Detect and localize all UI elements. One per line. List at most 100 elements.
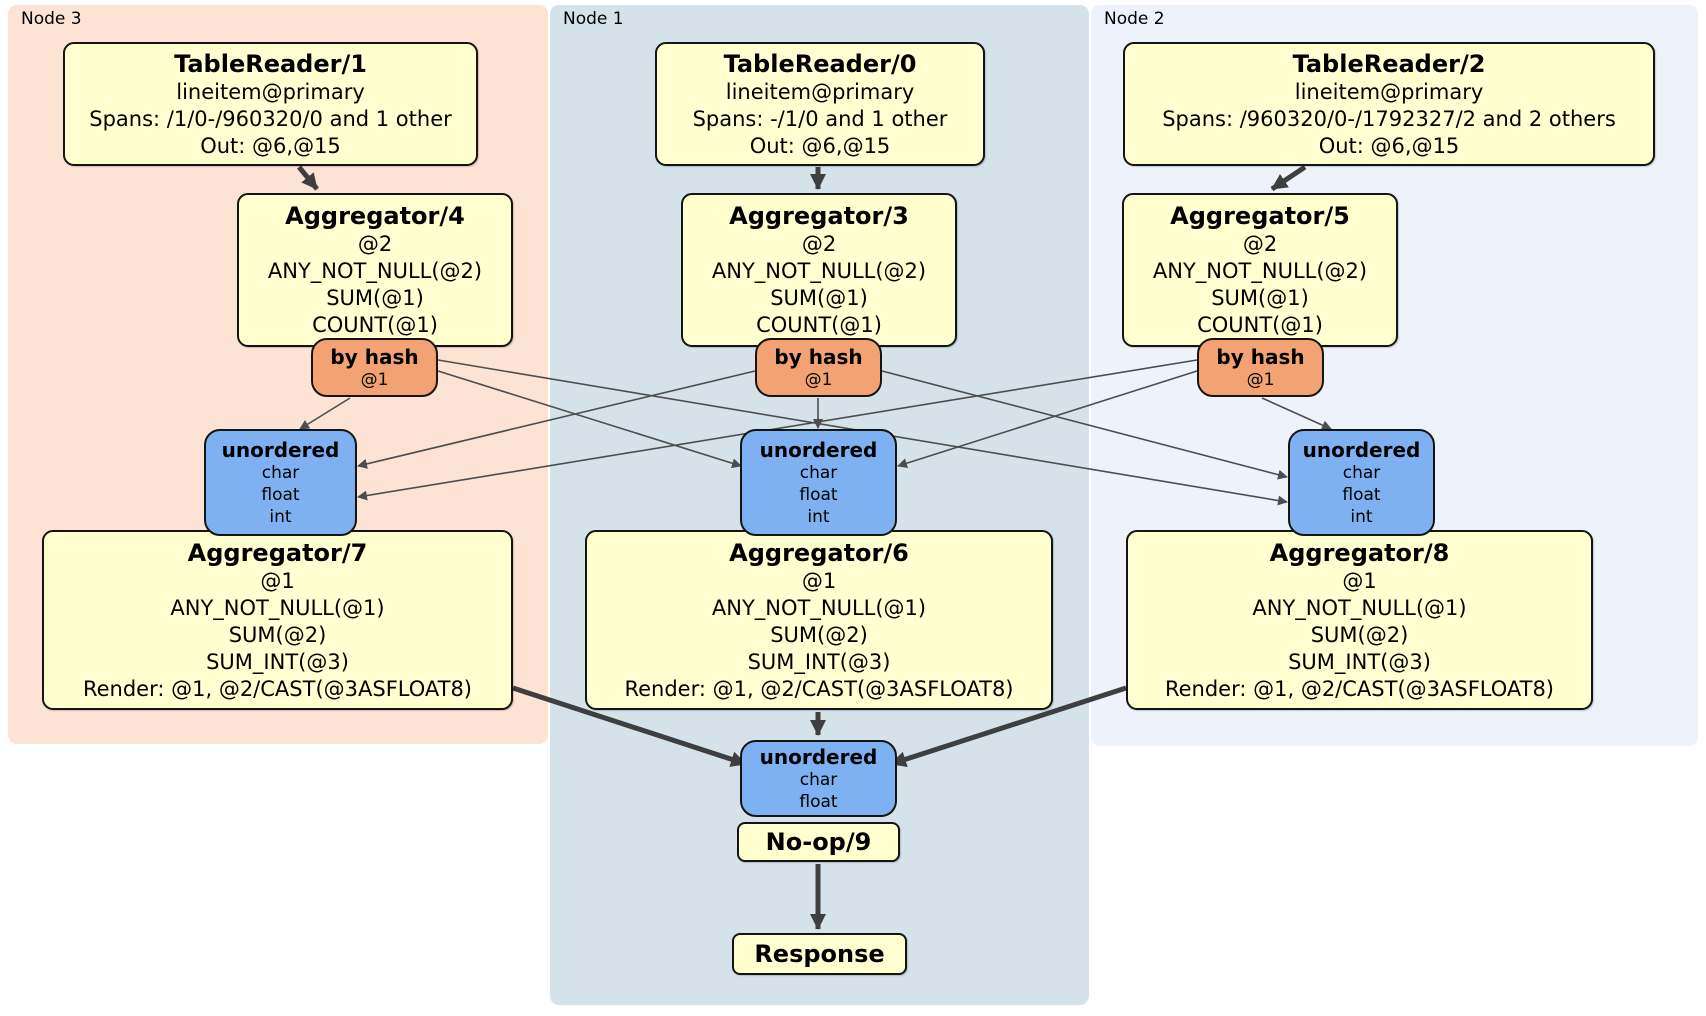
box-line: Out: @6,@15 xyxy=(1318,133,1460,158)
edge-tr1-to-agg4 xyxy=(297,165,319,191)
sync-unordered-node3: unordered char float int xyxy=(204,429,357,536)
box-title: Aggregator/7 xyxy=(187,538,368,567)
box-line: ANY_NOT_NULL(@1) xyxy=(170,595,385,620)
box-line: Render: @1, @2/CAST(@3ASFLOAT8) xyxy=(82,676,473,701)
box-line: Out: @6,@15 xyxy=(749,133,891,158)
router-by-hash-node2: by hash @1 xyxy=(1197,338,1324,397)
badge-line: int xyxy=(807,506,830,527)
box-line: ANY_NOT_NULL(@2) xyxy=(267,259,483,283)
box-line: COUNT(@1) xyxy=(756,313,882,337)
box-title: Response xyxy=(754,940,885,968)
box-line: SUM(@1) xyxy=(1211,286,1309,310)
processor-aggregator-3: Aggregator/3 @2 ANY_NOT_NULL(@2) SUM(@1)… xyxy=(681,193,957,347)
box-title: Aggregator/5 xyxy=(1170,202,1350,230)
box-line: lineitem@primary xyxy=(176,79,365,104)
box-line: SUM_INT(@3) xyxy=(747,649,891,674)
processor-aggregator-5: Aggregator/5 @2 ANY_NOT_NULL(@2) SUM(@1)… xyxy=(1122,193,1398,347)
box-title: Aggregator/8 xyxy=(1269,538,1450,567)
badge-title: unordered xyxy=(221,437,340,462)
edge-hash1-to-sync2 xyxy=(881,370,1288,480)
badge-line: int xyxy=(1350,506,1373,527)
processor-aggregator-8: Aggregator/8 @1 ANY_NOT_NULL(@1) SUM(@2)… xyxy=(1126,530,1593,710)
box-line: SUM_INT(@3) xyxy=(206,649,349,674)
box-line: @2 xyxy=(1242,232,1278,256)
badge-line: float xyxy=(1342,484,1381,505)
badge-line: int xyxy=(269,506,292,527)
edge-hash1-to-sync3 xyxy=(357,370,756,469)
box-line: Render: @1, @2/CAST(@3ASFLOAT8) xyxy=(624,676,1014,701)
router-by-hash-node1: by hash @1 xyxy=(755,338,882,397)
badge-title: by hash xyxy=(330,344,419,369)
edge-agg7-to-final-sync xyxy=(512,685,747,767)
box-title: No-op/9 xyxy=(765,828,872,856)
box-line: @2 xyxy=(357,232,393,256)
processor-response: Response xyxy=(732,933,907,975)
box-line: ANY_NOT_NULL(@2) xyxy=(711,259,927,283)
box-line: @1 xyxy=(801,568,837,593)
processor-noop-9: No-op/9 xyxy=(737,822,900,862)
box-line: Render: @1, @2/CAST(@3ASFLOAT8) xyxy=(1164,676,1555,701)
edge-hash2-to-sync3 xyxy=(357,359,1198,501)
edge-agg8-to-final-sync xyxy=(890,685,1127,767)
box-line: SUM_INT(@3) xyxy=(1288,649,1431,674)
box-title: Aggregator/3 xyxy=(729,202,909,230)
processor-tablereader-0: TableReader/0 lineitem@primary Spans: -/… xyxy=(655,42,985,166)
box-line: ANY_NOT_NULL(@2) xyxy=(1152,259,1368,283)
box-line: SUM(@1) xyxy=(770,286,868,310)
sync-unordered-final: unordered char float xyxy=(740,740,897,817)
panel-node3-label: Node 3 xyxy=(21,9,82,29)
box-title: Aggregator/4 xyxy=(285,202,465,230)
box-title: Aggregator/6 xyxy=(729,538,909,567)
edge-hash2-to-sync2 xyxy=(1261,397,1332,430)
panel-node2-label: Node 2 xyxy=(1104,9,1165,29)
badge-title: unordered xyxy=(759,437,878,462)
badge-line: @1 xyxy=(1246,369,1275,390)
badge-line: char xyxy=(799,769,838,790)
box-line: Out: @6,@15 xyxy=(200,133,341,158)
badge-line: char xyxy=(799,462,838,483)
box-line: @2 xyxy=(801,232,837,256)
box-line: lineitem@primary xyxy=(725,79,915,104)
box-line: SUM(@2) xyxy=(770,622,868,647)
box-line: @1 xyxy=(1342,568,1377,593)
box-line: Spans: -/1/0 and 1 other xyxy=(692,106,948,131)
box-line: @1 xyxy=(260,568,295,593)
badge-line: float xyxy=(799,791,838,812)
box-title: TableReader/1 xyxy=(174,49,367,78)
badge-title: by hash xyxy=(1216,344,1305,369)
processor-aggregator-6: Aggregator/6 @1 ANY_NOT_NULL(@1) SUM(@2)… xyxy=(585,530,1053,710)
edge-hash3-to-sync3 xyxy=(299,397,351,430)
badge-line: @1 xyxy=(804,369,833,390)
box-line: ANY_NOT_NULL(@1) xyxy=(1252,595,1467,620)
box-line: COUNT(@1) xyxy=(312,313,438,337)
box-line: COUNT(@1) xyxy=(1197,313,1323,337)
processor-tablereader-2: TableReader/2 lineitem@primary Spans: /9… xyxy=(1123,42,1655,166)
badge-line: @1 xyxy=(360,369,389,390)
sync-unordered-node1: unordered char float int xyxy=(740,429,897,536)
box-title: TableReader/0 xyxy=(723,49,917,78)
box-line: Spans: /1/0-/960320/0 and 1 other xyxy=(89,106,452,131)
box-line: SUM(@1) xyxy=(326,286,424,310)
box-title: TableReader/2 xyxy=(1292,49,1486,78)
badge-title: unordered xyxy=(759,744,878,769)
router-by-hash-node3: by hash @1 xyxy=(311,338,438,397)
edge-tr2-to-agg5 xyxy=(1270,164,1307,192)
badge-title: by hash xyxy=(774,344,863,369)
badge-title: unordered xyxy=(1302,437,1421,462)
badge-line: float xyxy=(261,484,300,505)
edge-hash2-to-sync1 xyxy=(897,370,1198,469)
processor-aggregator-7: Aggregator/7 @1 ANY_NOT_NULL(@1) SUM(@2)… xyxy=(42,530,513,710)
badge-line: char xyxy=(1342,462,1381,483)
box-line: SUM(@2) xyxy=(228,622,327,647)
badge-line: float xyxy=(799,484,838,505)
box-line: Spans: /960320/0-/1792327/2 and 2 others xyxy=(1162,106,1616,131)
box-line: lineitem@primary xyxy=(1294,79,1484,104)
processor-aggregator-4: Aggregator/4 @2 ANY_NOT_NULL(@2) SUM(@1)… xyxy=(237,193,513,347)
edge-hash3-to-sync1 xyxy=(437,370,742,469)
box-line: ANY_NOT_NULL(@1) xyxy=(711,595,927,620)
box-line: SUM(@2) xyxy=(1310,622,1409,647)
panel-node1-label: Node 1 xyxy=(563,9,624,29)
badge-line: char xyxy=(261,462,300,483)
processor-tablereader-1: TableReader/1 lineitem@primary Spans: /1… xyxy=(63,42,478,166)
sync-unordered-node2: unordered char float int xyxy=(1288,429,1435,536)
